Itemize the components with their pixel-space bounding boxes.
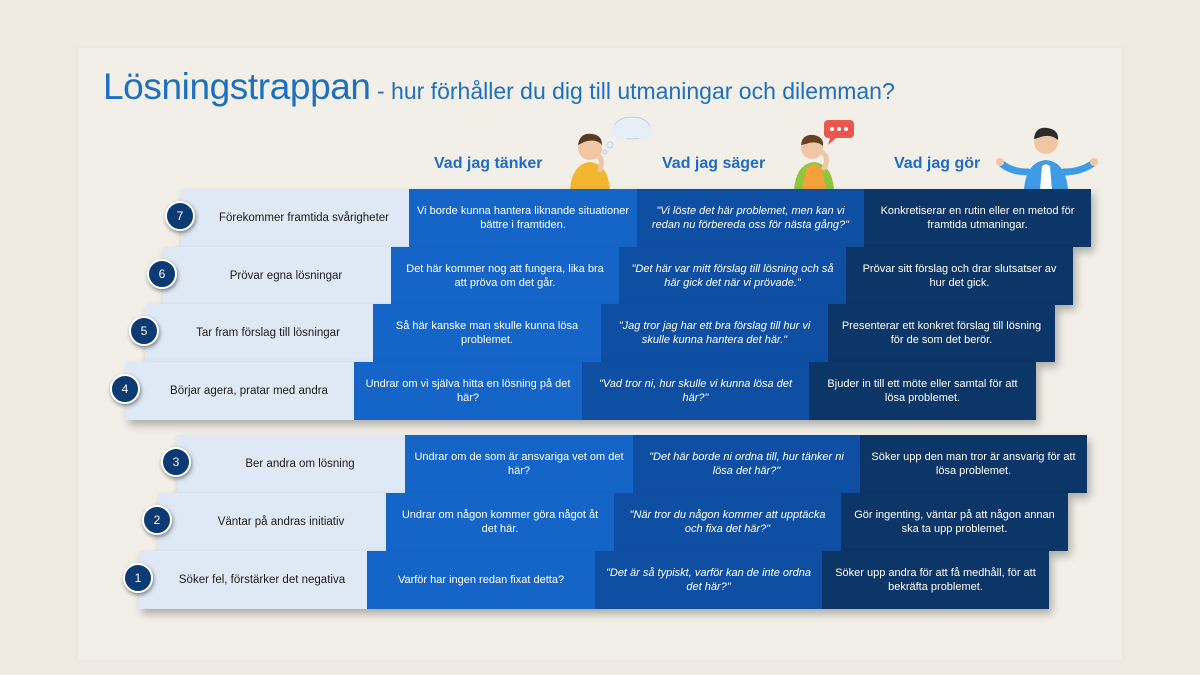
step-number-badge: 6 [147,259,177,289]
column-header-do: Vad jag gör [894,155,981,172]
step-number-badge: 4 [110,374,140,404]
talking-person-icon [794,120,854,190]
thought-cloud-icon [602,116,654,155]
stair-row-6: Prövar egna lösningar Det här kommer nog… [147,247,1073,305]
row-label: Börjar agera, pratar med andra [126,362,354,420]
say-cell: "När tror du någon kommer att upptäcka o… [614,493,841,551]
step-number-badge: 3 [161,447,191,477]
do-cell: Gör ingenting, väntar på att någon annan… [841,493,1068,551]
do-cell: Söker upp den man tror är ansvarig för a… [860,435,1087,493]
title-main: Lösningstrappan [103,66,371,107]
do-cell: Prövar sitt förslag och drar slutsatser … [846,247,1073,305]
row-label: Väntar på andras initiativ [158,493,386,551]
say-cell: "Det här borde ni ordna till, hur tänker… [633,435,860,493]
think-cell: Så här kanske man skulle kunna lösa prob… [373,304,601,362]
row-label: Ber andra om lösning [177,435,405,493]
stair-row-3: Ber andra om lösning Undrar om de som är… [161,435,1087,493]
say-cell: "Det är så typiskt, varför kan de inte o… [595,551,822,609]
do-cell: Presenterar ett konkret förslag till lös… [828,304,1055,362]
step-number-badge: 2 [142,505,172,535]
page-title: Lösningstrappan - hur förhåller du dig t… [103,66,895,108]
shrugging-person-icon [996,127,1098,190]
say-cell: "Vad tror ni, hur skulle vi kunna lösa d… [582,362,809,420]
column-header-say: Vad jag säger [662,155,766,172]
thinking-person-icon [570,116,654,190]
think-cell: Vi borde kunna hantera liknande situatio… [409,189,637,247]
stair-row-1: Söker fel, förstärker det negativa Varfö… [123,551,1049,609]
row-label: Prövar egna lösningar [163,247,391,305]
think-cell: Undrar om vi själva hitta en lösning på … [354,362,582,420]
title-subtitle: - hur förhåller du dig till utmaningar o… [370,78,895,104]
think-cell: Undrar om de som är ansvariga vet om det… [405,435,633,493]
speech-bubble-icon [824,120,854,145]
say-cell: "Det här var mitt förslag till lösning o… [619,247,846,305]
stair-row-2: Väntar på andras initiativ Undrar om någ… [142,493,1068,551]
do-cell: Bjuder in till ett möte eller samtal för… [809,362,1036,420]
step-number-badge: 1 [123,563,153,593]
stair-row-4: Börjar agera, pratar med andra Undrar om… [110,362,1036,420]
think-cell: Varför har ingen redan fixat detta? [367,551,595,609]
row-label: Söker fel, förstärker det negativa [139,551,367,609]
stair-row-5: Tar fram förslag till lösningar Så här k… [129,304,1055,362]
column-header-think: Vad jag tänker [434,155,543,172]
step-number-badge: 7 [165,201,195,231]
say-cell: "Vi löste det här problemet, men kan vi … [637,189,864,247]
row-label: Förekommer framtida svårigheter [181,189,409,247]
step-number-badge: 5 [129,316,159,346]
do-cell: Konkretiserar en rutin eller en metod fö… [864,189,1091,247]
row-label: Tar fram förslag till lösningar [145,304,373,362]
do-cell: Söker upp andra för att få medhåll, för … [822,551,1049,609]
think-cell: Undrar om någon kommer göra något åt det… [386,493,614,551]
think-cell: Det här kommer nog att fungera, lika bra… [391,247,619,305]
stair-row-7: Förekommer framtida svårigheter Vi borde… [165,189,1091,247]
say-cell: "Jag tror jag har ett bra förslag till h… [601,304,828,362]
